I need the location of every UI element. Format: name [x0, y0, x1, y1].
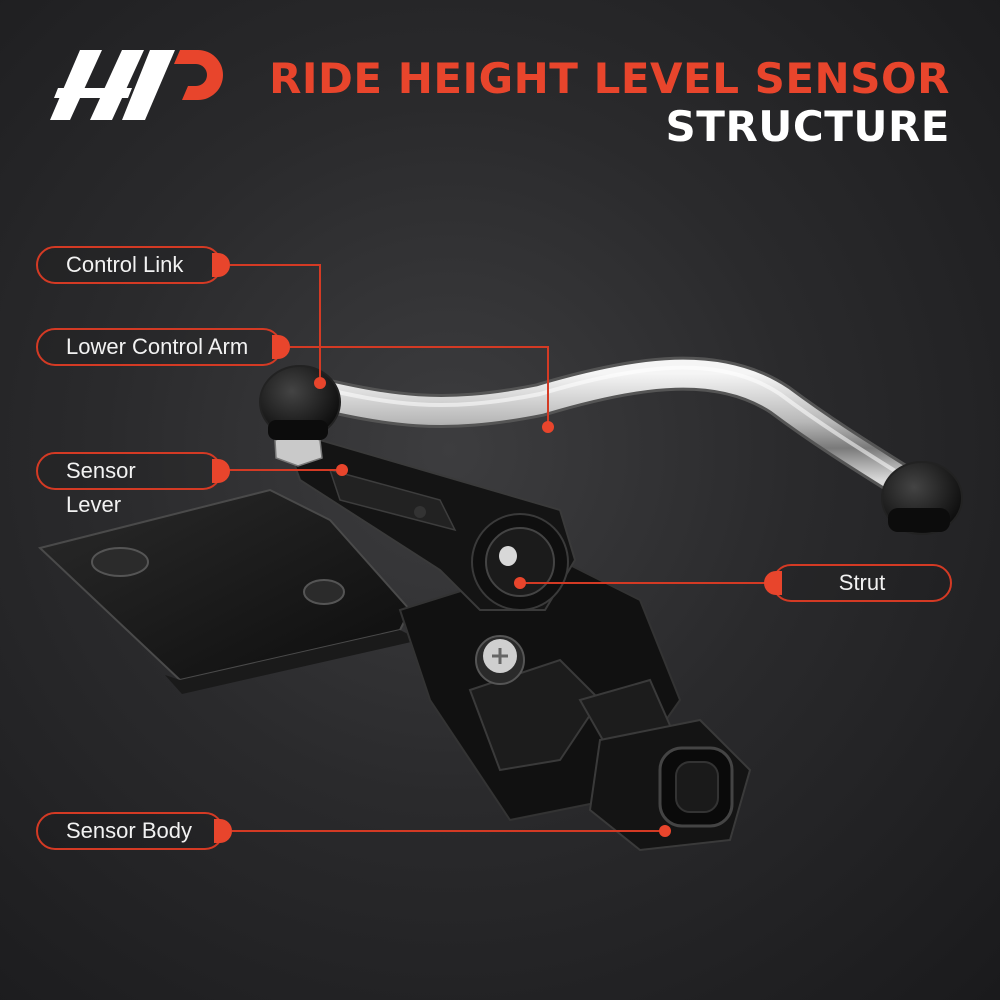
callout-label: Sensor Lever [66, 458, 136, 517]
callout-label: Sensor Body [66, 818, 192, 843]
callout-lower-control-arm: Lower Control Arm [36, 328, 290, 366]
rod-end-cap-right [881, 461, 963, 535]
callout-control-link: Control Link [36, 246, 230, 284]
page-title: RIDE HEIGHT LEVEL SENSOR STRUCTURE [269, 55, 950, 151]
callout-marker [764, 571, 782, 595]
callout-marker [212, 253, 230, 277]
brand-logo [50, 50, 223, 120]
sensor-lever [288, 438, 577, 611]
callout-label: Lower Control Arm [66, 334, 249, 359]
title-line-1: RIDE HEIGHT LEVEL SENSOR [269, 54, 950, 103]
callout-sensor-body: Sensor Body [36, 812, 232, 850]
callout-marker [272, 335, 290, 359]
callout-label: Strut [838, 570, 886, 595]
callout-marker [212, 459, 230, 483]
rod-end-cap-left [259, 365, 341, 440]
callout-marker [214, 819, 232, 843]
control-link-rod [293, 356, 917, 497]
sensor-body [398, 558, 752, 852]
callout-sensor-lever: Sensor Lever [36, 452, 230, 517]
title-line-2: STRUCTURE [665, 102, 950, 151]
leader-endpoints [314, 377, 671, 837]
callout-strut: Strut [764, 564, 952, 602]
callout-label: Control Link [66, 252, 184, 277]
leader-lines [222, 264, 775, 832]
